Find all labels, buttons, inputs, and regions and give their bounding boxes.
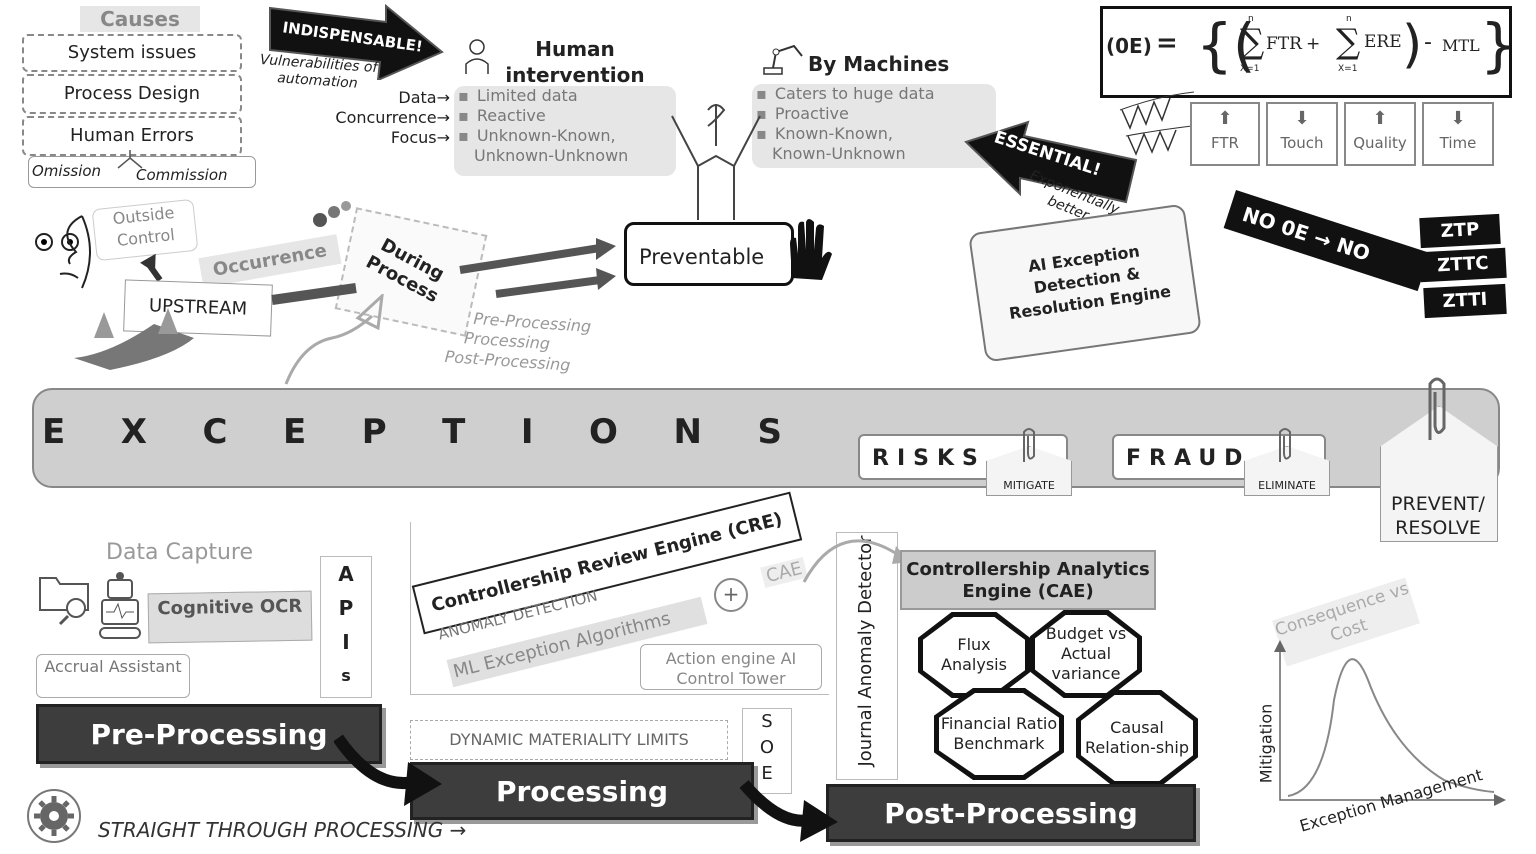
metric-quality: ⬆ Quality <box>1344 102 1416 166</box>
handshake-scale-drawing <box>671 104 761 220</box>
metric-touch: ⬇ Touch <box>1266 102 1338 166</box>
plus-circle-icon: + <box>714 578 748 612</box>
machine-trait-known-unknown: Known-Unknown <box>772 144 906 163</box>
formula-equals: = <box>1156 28 1178 58</box>
formula-sigma-2-icon: ∑ <box>1336 22 1361 62</box>
tag-zttc: ZTTC <box>1419 247 1507 283</box>
face-icon <box>35 215 91 289</box>
processing-panel <box>410 522 829 695</box>
human-intervention-title: Human intervention <box>505 37 645 87</box>
formula-lhs: (0E) <box>1106 34 1152 58</box>
process-stages-list: Pre-Processing Processing Post-Processin… <box>444 307 592 377</box>
action-engine-box: Action engine AI Control Tower <box>640 644 822 690</box>
row-label-focus: Focus→ <box>390 128 450 147</box>
hand-pointer-icon <box>284 294 384 385</box>
formula-minus: - <box>1424 30 1432 55</box>
metric-ftr: ⬆ FTR <box>1190 102 1260 166</box>
accrual-assistant-box: Accrual Assistant <box>36 654 190 698</box>
paperclip-icon <box>1279 428 1291 462</box>
formula-n-1: n <box>1248 14 1254 24</box>
river-trees-drawing <box>74 308 194 370</box>
essential-arrow-shape <box>964 120 1138 204</box>
up-arrow-icon <box>140 253 163 282</box>
human-trait-reactive: Reactive <box>458 106 672 126</box>
formula-mtl: MTL <box>1442 36 1480 55</box>
machine-trait-data: Caters to huge data <box>756 84 992 104</box>
indispensable-arrow-shape <box>269 4 444 80</box>
row-label-data: Data→ <box>398 88 450 107</box>
tag-ztp: ZTP <box>1419 213 1501 249</box>
gear-icon <box>27 789 81 843</box>
formula-x1-1: X=1 <box>1240 64 1260 74</box>
robot-arm-icon <box>763 44 803 75</box>
human-trait-data: Limited data <box>458 86 672 106</box>
cae-box: Controllership Analytics Engine (CAE) <box>900 550 1156 610</box>
person-icon <box>465 39 489 74</box>
bunting-flags <box>1119 91 1195 156</box>
flow-arrows <box>271 238 616 305</box>
consequence-cost-graph <box>1274 640 1506 806</box>
octagon-causal: Causal Relation-ship <box>1076 690 1198 786</box>
tag-ztti: ZTTI <box>1423 283 1507 319</box>
cause-commission: Commission <box>136 166 228 184</box>
processing-bar: Processing <box>410 762 754 820</box>
molecule-icon <box>313 201 351 227</box>
machine-trait-proactive: Proactive <box>756 104 992 124</box>
formula-close-brace: } <box>1480 11 1517 79</box>
cause-process-design: Process Design <box>22 74 242 114</box>
human-trait-unknown-unknown: Unknown-Unknown <box>474 146 629 165</box>
machine-traits-box: Caters to huge data Proactive Known-Know… <box>752 84 996 168</box>
human-traits-box: Limited data Reactive Unknown-Known, Unk… <box>454 86 676 176</box>
causes-title: Causes <box>80 6 200 32</box>
down-arrow-icon: ⬇ <box>1450 108 1466 129</box>
dynamic-materiality-box: DYNAMIC MATERIALITY LIMITS <box>410 720 728 760</box>
pre-processing-bar: Pre-Processing <box>36 704 382 764</box>
graph-ylabel: Mitigation <box>1256 703 1276 784</box>
causes-sub-box <box>28 156 256 188</box>
octagon-ratio: Financial Ratio Benchmark <box>934 688 1064 780</box>
preventable-box: Preventable <box>624 222 794 286</box>
paperclip-icon <box>1428 377 1446 440</box>
human-row-labels: Data→ Concurrence→ Focus→ <box>318 88 450 148</box>
flow-arrow-2 <box>740 780 838 842</box>
robot-icon <box>99 572 141 639</box>
row-label-concurrence: Concurrence→ <box>335 108 450 127</box>
formula-x1-2: X=1 <box>1338 64 1358 74</box>
paperclip-icon <box>1023 428 1035 462</box>
human-trait-unknown-known: Unknown-Known, <box>458 126 672 146</box>
metric-time: ⬇ Time <box>1422 102 1494 166</box>
down-arrow-icon: ⬇ <box>1294 108 1310 129</box>
octagon-flux: Flux Analysis <box>918 612 1030 698</box>
no-0e-banner: NO 0E → NO <box>1223 190 1431 292</box>
journal-anomaly-box <box>836 532 898 780</box>
up-arrow-icon: ⬆ <box>1217 108 1233 129</box>
formula-sigma-1-icon: ∑ <box>1240 22 1265 62</box>
data-capture-label: Data Capture <box>106 540 253 565</box>
machine-trait-known-known: Known-Known, <box>756 124 992 144</box>
cause-human-errors: Human Errors <box>22 116 242 156</box>
stp-label: STRAIGHT THROUGH PROCESSING → <box>98 818 467 842</box>
octagon-budget: Budget vs Actual variance <box>1030 610 1142 698</box>
post-processing-bar: Post-Processing <box>826 784 1196 842</box>
formula-plus: + <box>1306 34 1321 54</box>
stop-hand-icon <box>790 219 832 280</box>
formula-ere: ERE <box>1364 32 1402 52</box>
formula-open-brace: {( <box>1196 11 1256 79</box>
flow-arrow-1 <box>334 734 442 806</box>
formula-ftr: FTR <box>1266 34 1302 54</box>
formula-n-2: n <box>1346 14 1352 24</box>
folder-search-icon <box>39 577 89 626</box>
prevent-resolve-label: PREVENT/ RESOLVE <box>1391 493 1485 539</box>
cause-omission: Omission <box>32 162 102 180</box>
formula-close-paren: ) <box>1402 15 1423 75</box>
cognitive-ocr-box: Cognitive OCR <box>147 590 313 644</box>
formula-box <box>1100 6 1512 98</box>
by-machines-title: By Machines <box>808 52 950 76</box>
up-arrow-icon: ⬆ <box>1372 108 1388 129</box>
split-arrow-icon <box>117 150 143 169</box>
cause-system-issues: System issues <box>22 34 242 72</box>
